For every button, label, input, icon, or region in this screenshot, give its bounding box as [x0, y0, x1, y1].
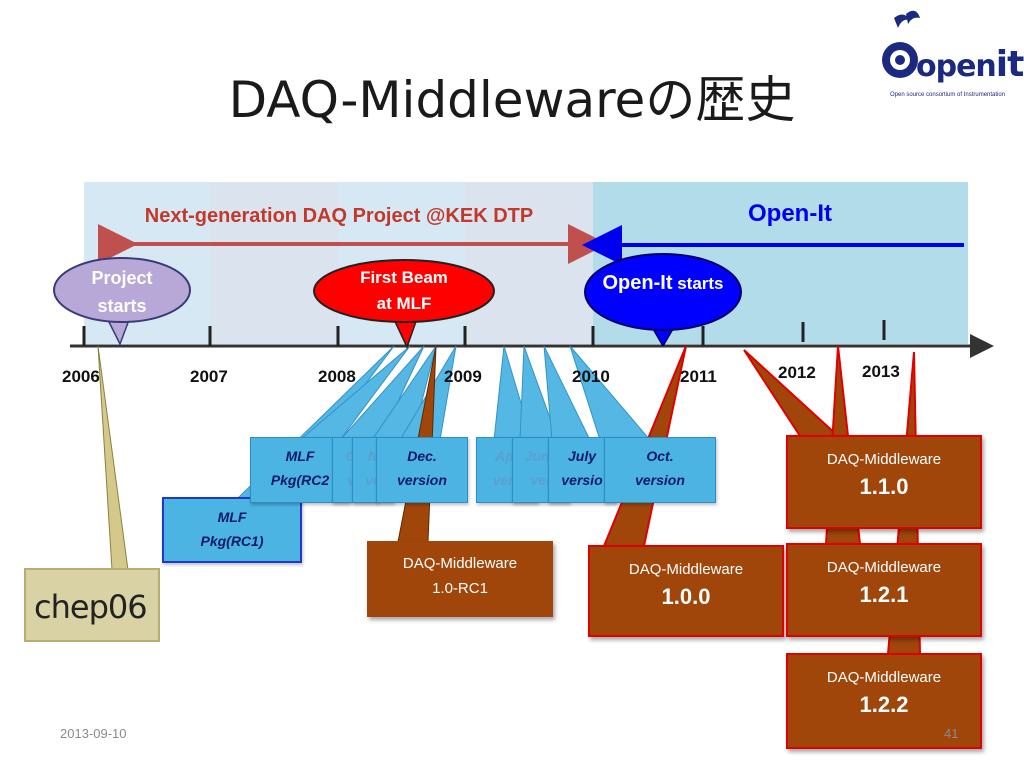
openit-word-open: open	[916, 49, 997, 84]
project-starts-line1: Project	[91, 268, 153, 288]
mlf-rc1-line1: MLF	[217, 509, 247, 525]
chep-pointer	[97, 345, 129, 571]
first-beam-line1: First Beam	[360, 268, 448, 287]
mlf-rc2-line2: Pkg(RC2	[270, 472, 330, 488]
year-label-2012: 2012	[778, 363, 816, 382]
project-label: Next-generation DAQ Project @KEK DTP	[144, 205, 534, 227]
chep06-logo: chep06	[24, 568, 160, 642]
year-label-2011: 2011	[680, 367, 717, 386]
openit-starts-bubble: Open-It starts	[583, 252, 743, 346]
oct-line2: version	[635, 472, 685, 488]
footer-date: 2013-09-10	[60, 726, 127, 741]
version-box-1-0-0: DAQ-Middleware 1.0.0	[588, 545, 784, 637]
nov-2008-line1: N	[367, 448, 379, 464]
july-line2: versio	[561, 472, 603, 488]
v121-line1: DAQ-Middleware	[826, 559, 942, 576]
v122-line1: DAQ-Middleware	[826, 669, 942, 686]
year-label-2008: 2008	[318, 367, 356, 386]
v121-line2: 1.2.1	[859, 582, 909, 607]
openit-word-it: it	[995, 44, 1024, 85]
year-label-2007: 2007	[190, 367, 228, 386]
project-starts-line2: starts	[97, 296, 147, 316]
v122-line2: 1.2.2	[859, 692, 909, 717]
june-line2: ver	[530, 472, 552, 488]
version-box-oct-2009: Oct. version	[604, 437, 716, 503]
year-label-2009: 2009	[444, 367, 482, 386]
mlf-rc2-line1: MLF	[285, 448, 315, 464]
first-beam-bubble: First Beam at MLF	[311, 257, 497, 349]
v100-line2: 1.0.0	[661, 584, 711, 609]
dec-line1: Dec.	[407, 448, 437, 464]
project-starts-bubble: Project starts	[52, 256, 192, 346]
rc1-line2: 1.0-RC1	[432, 580, 488, 597]
v100-line1: DAQ-Middleware	[628, 561, 744, 578]
openit-starts-bold: Open-It	[602, 272, 673, 294]
openit-label: Open-It	[748, 200, 832, 227]
year-label-2013: 2013	[862, 362, 900, 381]
page-title: DAQ-Middlewareの歴史	[228, 71, 796, 129]
openit-logo-mark	[882, 10, 920, 78]
rc1-line1: DAQ-Middleware	[402, 555, 518, 572]
year-label-2010: 2010	[572, 367, 610, 386]
version-box-mlf-rc1: MLF Pkg(RC1)	[162, 497, 302, 563]
v110-line1: DAQ-Middleware	[826, 451, 942, 468]
first-beam-line2: at MLF	[376, 294, 432, 313]
openit-logo: openit Open source consortium of Instrum…	[876, 8, 1024, 98]
version-box-1-2-2: DAQ-Middleware 1.2.2	[786, 653, 982, 749]
version-box-1-2-1: DAQ-Middleware 1.2.1	[786, 543, 982, 637]
chep06-logo-text: chep06	[34, 588, 148, 626]
year-label-2006: 2006	[62, 367, 100, 386]
page-number: 41	[944, 726, 959, 741]
dec-line2: version	[397, 472, 447, 488]
version-box-1-0-rc1: DAQ-Middleware 1.0-RC1	[367, 541, 553, 617]
v110-line2: 1.1.0	[859, 474, 909, 499]
openit-starts-normal: starts	[672, 274, 724, 293]
version-box-dec-2008: Dec. version	[376, 437, 468, 503]
july-line1: July	[567, 448, 596, 464]
openit-tagline: Open source consortium of Instrumentatio…	[890, 92, 1006, 98]
mlf-rc1-line2: Pkg(RC1)	[200, 533, 264, 549]
oct-line1: Oct.	[646, 448, 674, 464]
version-box-1-1-0: DAQ-Middleware 1.1.0	[786, 435, 982, 529]
